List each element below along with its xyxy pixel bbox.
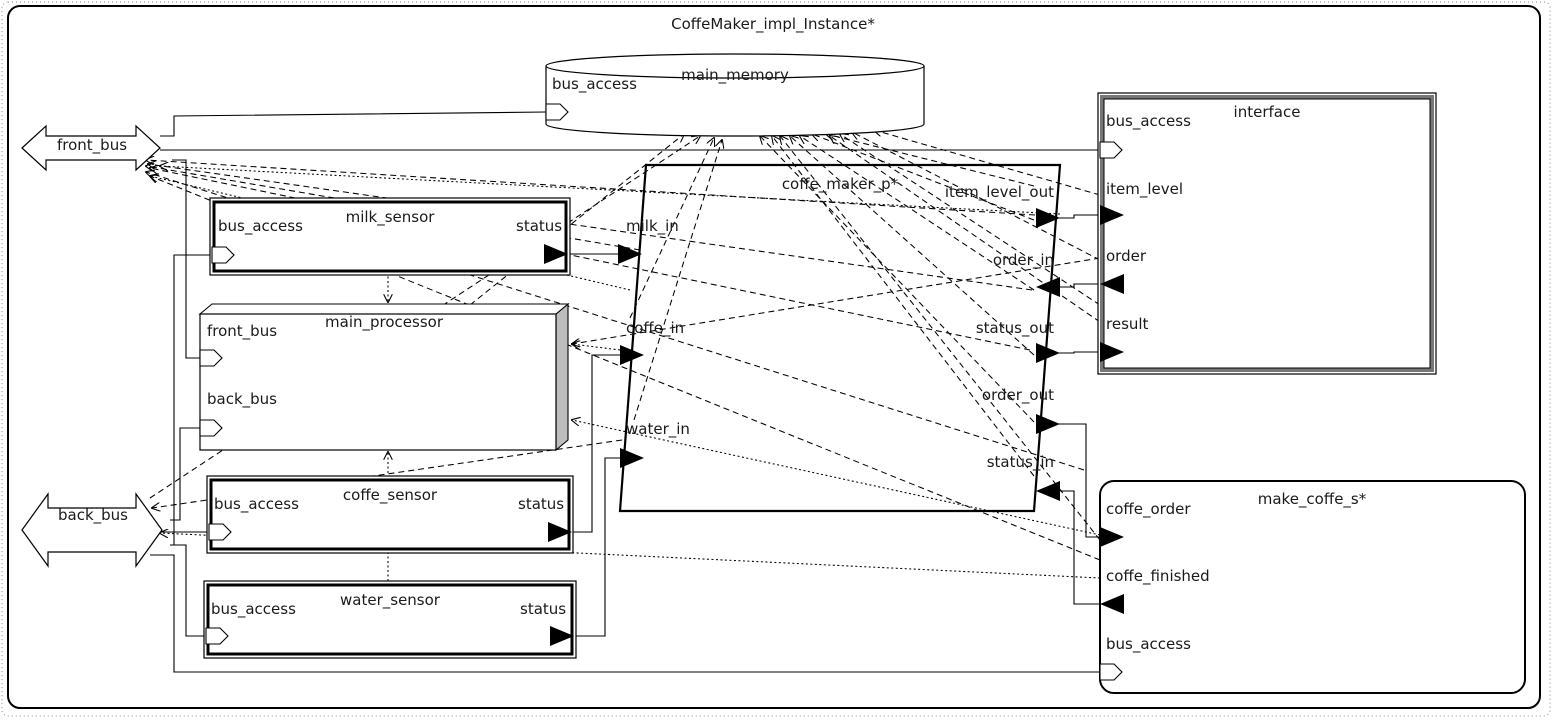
coffe-order-label: coffe_order — [1106, 500, 1191, 519]
make-coffe-bus-access-label: bus_access — [1106, 635, 1191, 654]
conn-front-bus-processor — [172, 159, 200, 359]
water-sensor-bus-access-label: bus_access — [211, 600, 296, 619]
conn-back-bus-processor — [170, 427, 200, 521]
milk-sensor-bus-access-label: bus_access — [218, 217, 303, 236]
interface-title: interface — [1234, 103, 1301, 121]
milk-in-port[interactable] — [618, 244, 642, 264]
conn-back-bus-water — [170, 544, 205, 637]
interface-order-port[interactable] — [1100, 274, 1124, 294]
main-processor[interactable]: main_processor front_bus back_bus — [198, 302, 570, 452]
main-processor-front-bus-label: front_bus — [207, 322, 277, 341]
coffe-sensor[interactable]: coffe_sensor bus_access status — [206, 475, 574, 554]
water-sensor-bus-access-port[interactable] — [205, 627, 229, 645]
conn-coffe-order — [1058, 423, 1100, 538]
coffe-finished-label: coffe_finished — [1106, 567, 1210, 586]
conn-water-status — [574, 457, 622, 637]
interface-result-port[interactable] — [1100, 342, 1124, 362]
main-processor-front-bus-port[interactable] — [199, 349, 223, 367]
interface-result-label: result — [1106, 315, 1149, 333]
coffe-sensor-bus-access-label: bus_access — [214, 495, 299, 514]
coffe-order-port[interactable] — [1100, 527, 1124, 547]
milk-sensor[interactable]: milk_sensor bus_access status — [209, 197, 571, 276]
order-in-port[interactable] — [1036, 277, 1060, 297]
front-bus[interactable]: front_bus — [21, 124, 161, 172]
coffe-sensor-status-port[interactable] — [548, 522, 572, 542]
interface-order-label: order — [1106, 247, 1147, 265]
water-sensor-status-label: status — [520, 600, 566, 618]
make-coffe-subprogram[interactable]: make_coffe_s* coffe_order coffe_finished… — [1099, 480, 1526, 694]
back-bus[interactable]: back_bus — [21, 492, 163, 568]
main-memory-port-label: bus_access — [552, 75, 637, 94]
conn-order — [1058, 283, 1100, 288]
front-bus-label: front_bus — [57, 136, 127, 155]
main-processor-title: main_processor — [325, 313, 444, 332]
water-sensor-title: water_sensor — [340, 591, 441, 610]
conn-back-bus-make — [150, 554, 1100, 673]
interface-bus-access-label: bus_access — [1106, 112, 1191, 131]
main-processor-back-bus-port[interactable] — [199, 419, 223, 437]
status-out-port[interactable] — [1036, 343, 1060, 363]
back-bus-label: back_bus — [58, 506, 128, 525]
coffe-maker-process-title: coffe_maker_p* — [782, 175, 899, 194]
main-memory-title: main_memory — [681, 66, 789, 85]
interface-bus-access-port[interactable] — [1099, 141, 1123, 159]
milk-sensor-title: milk_sensor — [346, 208, 436, 227]
system-title: CoffeMaker_impl_Instance* — [671, 15, 875, 34]
status-in-port[interactable] — [1036, 481, 1060, 501]
interface-device[interactable]: interface bus_access item_level order re… — [1097, 92, 1437, 375]
item-level-out-port[interactable] — [1036, 208, 1060, 228]
conn-result — [1058, 351, 1100, 354]
main-processor-back-bus-label: back_bus — [207, 390, 277, 409]
coffe-sensor-title: coffe_sensor — [343, 486, 438, 505]
coffe-in-port[interactable] — [620, 345, 644, 365]
coffe-in-label: coffe_in — [626, 319, 684, 338]
item-level-out-label: item_level_out — [945, 183, 1054, 202]
water-in-port[interactable] — [620, 448, 644, 468]
conn-coffe-status — [572, 354, 622, 533]
order-in-label: order_in — [993, 251, 1054, 270]
interface-item-level-label: item_level — [1106, 180, 1183, 199]
conn-item-level — [1058, 214, 1100, 219]
make-coffe-title: make_coffe_s* — [1258, 490, 1367, 509]
coffe-finished-port[interactable] — [1100, 594, 1124, 614]
main-memory-bus-access-port[interactable] — [545, 103, 569, 121]
conn-front-bus-memory — [160, 111, 547, 137]
milk-sensor-status-label: status — [516, 217, 562, 235]
water-sensor[interactable]: water_sensor bus_access status — [203, 580, 577, 659]
milk-sensor-status-port[interactable] — [544, 244, 568, 264]
interface-item-level-port[interactable] — [1100, 205, 1124, 225]
coffe-sensor-bus-access-port[interactable] — [208, 523, 232, 541]
water-in-label: water_in — [626, 420, 690, 439]
conn-back-bus-milk — [173, 254, 210, 545]
water-sensor-status-port[interactable] — [550, 626, 574, 646]
conn-coffe-finished — [1058, 490, 1100, 605]
order-out-label: order_out — [982, 386, 1054, 405]
coffe-maker-process[interactable]: coffe_maker_p* milk_in coffe_in water_in… — [618, 163, 1062, 513]
coffe-sensor-status-label: status — [518, 495, 564, 513]
status-out-label: status_out — [976, 319, 1054, 338]
make-coffe-bus-access-port[interactable] — [1099, 663, 1123, 681]
milk-sensor-bus-access-port[interactable] — [211, 246, 235, 264]
status-in-label: status_in — [987, 453, 1054, 472]
milk-in-label: milk_in — [626, 217, 679, 236]
order-out-port[interactable] — [1036, 414, 1060, 434]
main-memory[interactable]: main_memory bus_access — [545, 53, 925, 137]
